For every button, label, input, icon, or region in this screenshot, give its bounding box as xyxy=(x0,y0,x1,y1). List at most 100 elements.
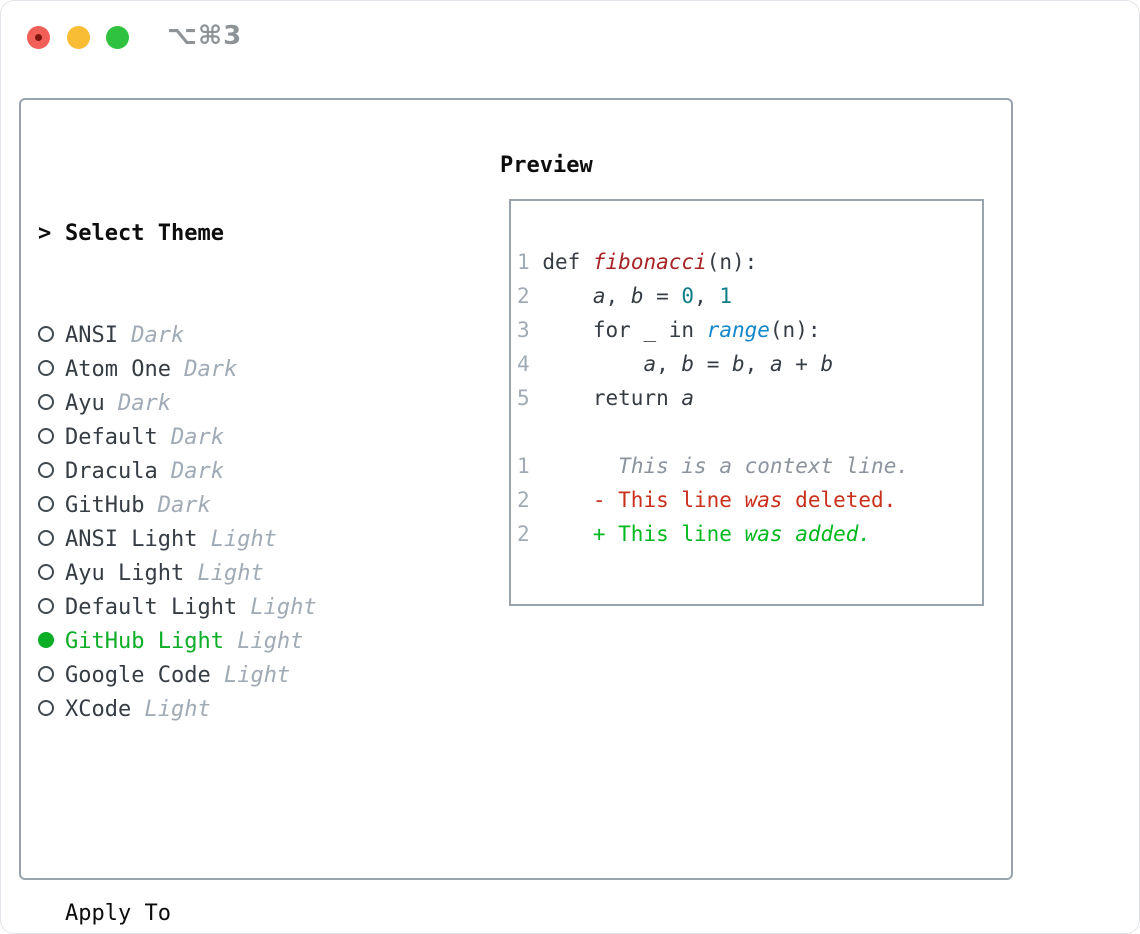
radio-icon xyxy=(38,496,54,512)
radio-icon xyxy=(38,530,54,546)
code-token-var: a xyxy=(681,386,695,410)
option-theme-ansi[interactable]: ANSI Dark xyxy=(38,319,409,353)
code-token-pl xyxy=(530,488,593,512)
apply-to-label: Apply To xyxy=(65,901,171,926)
option-theme-github-light[interactable]: GitHub Light Light xyxy=(38,625,409,659)
radio-icon xyxy=(38,564,54,580)
option-variant: Dark xyxy=(157,459,224,484)
option-theme-ansi-light[interactable]: ANSI Light Light xyxy=(38,523,409,557)
code-token-pl: (n): xyxy=(706,250,758,274)
radio-icon xyxy=(38,394,54,410)
code-token-var: b xyxy=(681,352,695,376)
code-token-var: a xyxy=(592,284,606,308)
option-variant: Light xyxy=(237,595,317,620)
code-line: 2 - This line was deleted. xyxy=(517,483,976,517)
option-theme-google-code[interactable]: Google Code Light xyxy=(38,659,409,693)
option-theme-github[interactable]: GitHub Dark xyxy=(38,489,409,523)
option-variant: Light xyxy=(210,663,291,688)
option-label: ANSI xyxy=(65,323,118,348)
code-token-addi: added. xyxy=(795,522,872,546)
code-token-add xyxy=(783,522,796,546)
radio-icon xyxy=(38,428,54,444)
option-variant: Light xyxy=(223,629,304,654)
option-label: Ayu xyxy=(65,391,105,416)
close-button[interactable] xyxy=(27,26,50,49)
radio-selected-icon xyxy=(38,632,54,648)
code-token-bi: range xyxy=(706,318,770,342)
code-token-ln: 5 xyxy=(517,386,530,410)
option-theme-ayu[interactable]: Ayu Dark xyxy=(38,387,409,421)
code-token-pl: , xyxy=(656,352,682,376)
radio-marker xyxy=(38,489,65,523)
code-token-num: 0 xyxy=(681,284,695,308)
code-token-pl: = xyxy=(694,352,732,376)
code-token-addi: was xyxy=(744,522,783,546)
code-token-ctx: context line. xyxy=(731,454,909,478)
code-line: 2 + This line was added. xyxy=(517,517,976,551)
radio-icon xyxy=(38,666,54,682)
option-variant: Dark xyxy=(157,425,224,450)
option-label: GitHub xyxy=(65,493,145,518)
option-label: Default Light xyxy=(65,595,238,620)
code-token-pl xyxy=(530,522,593,546)
code-token-var: b xyxy=(630,284,644,308)
option-variant: Dark xyxy=(104,391,171,416)
option-variant: Light xyxy=(184,561,264,586)
code-line: 2 a, b = 0, 1 xyxy=(517,279,976,313)
close-dot-icon xyxy=(35,34,42,41)
apply-to-header: Apply To xyxy=(38,897,409,931)
radio-icon xyxy=(38,360,54,376)
select-theme-header: >Select Theme xyxy=(38,217,409,251)
option-label: GitHub Light xyxy=(65,629,224,654)
code-token-ln: 4 xyxy=(517,352,530,376)
radio-marker xyxy=(38,353,65,387)
radio-marker xyxy=(38,625,65,659)
radio-marker xyxy=(38,387,65,421)
code-line: 1 This is a context line. xyxy=(517,449,976,483)
code-token-pl: , xyxy=(744,352,770,376)
option-variant: Light xyxy=(131,697,211,722)
code-line: 1 def fibonacci(n): xyxy=(517,245,976,279)
titlebar: ⌥⌘3 xyxy=(0,0,1140,75)
option-theme-ayu-light[interactable]: Ayu Light Light xyxy=(38,557,409,591)
option-variant: Dark xyxy=(117,323,185,348)
code-token-pl: (n): xyxy=(769,318,821,342)
option-label: Default xyxy=(65,425,158,450)
code-token-pl xyxy=(530,386,593,410)
option-variant: Dark xyxy=(170,357,238,382)
code-token-var: a xyxy=(769,352,783,376)
option-theme-default[interactable]: Default Dark xyxy=(38,421,409,455)
code-token-kw: def xyxy=(542,250,593,274)
code-token-kw: for xyxy=(592,318,644,342)
code-token-pl: = xyxy=(643,284,682,308)
zoom-button[interactable] xyxy=(106,26,129,49)
option-label: Dracula xyxy=(65,459,158,484)
option-label: Google Code xyxy=(65,663,211,688)
spacer xyxy=(38,795,409,829)
option-theme-xcode[interactable]: XCode Light xyxy=(38,693,409,727)
code-token-ctx: This is xyxy=(618,454,720,478)
code-token-del: - This line xyxy=(592,488,745,512)
option-theme-atom-one[interactable]: Atom One Dark xyxy=(38,353,409,387)
option-theme-default-light[interactable]: Default Light Light xyxy=(38,591,409,625)
code-token-fn: fibonacci xyxy=(592,250,707,274)
code-token-var: b xyxy=(820,352,834,376)
radio-marker xyxy=(38,421,65,455)
select-theme-label: Select Theme xyxy=(65,221,224,246)
option-label: XCode xyxy=(65,697,132,722)
radio-marker xyxy=(38,455,65,489)
code-line xyxy=(517,415,976,449)
code-token-ctx xyxy=(530,454,619,478)
option-theme-dracula[interactable]: Dracula Dark xyxy=(38,455,409,489)
code-token-add: + This line xyxy=(592,522,745,546)
code-token-pl xyxy=(530,352,644,376)
code-token-pl xyxy=(530,284,593,308)
code-token-pl xyxy=(530,250,543,274)
code-token-deli: was xyxy=(744,488,783,512)
code-token-var: b xyxy=(732,352,745,376)
minimize-button[interactable] xyxy=(67,26,90,49)
code-line: 3 for _ in range(n): xyxy=(517,313,976,347)
